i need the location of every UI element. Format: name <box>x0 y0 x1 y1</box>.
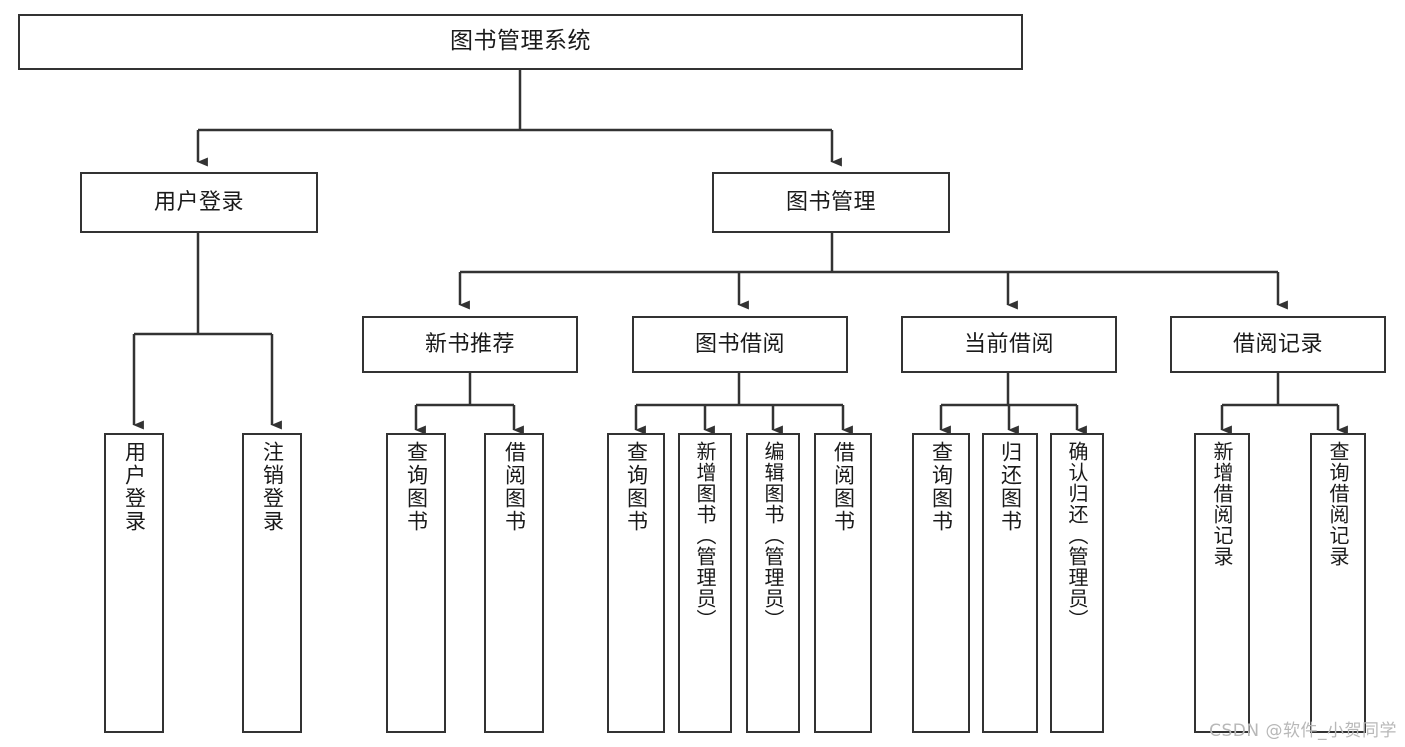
node-label: 编辑图书（管理员） <box>761 441 785 630</box>
node-label: 查询图书 <box>624 441 649 533</box>
node-leaf-confirm-return[interactable]: 确认归还（管理员） <box>1050 433 1104 733</box>
node-label: 新增借阅记录 <box>1210 441 1234 567</box>
node-root-book-management-system[interactable]: 图书管理系统 <box>18 14 1023 70</box>
node-label: 新增图书（管理员） <box>693 441 717 630</box>
node-current-borrow[interactable]: 当前借阅 <box>901 316 1117 373</box>
node-label: 借阅图书 <box>831 441 856 533</box>
node-label: 图书借阅 <box>694 331 785 357</box>
node-leaf-query-borrow-record[interactable]: 查询借阅记录 <box>1310 433 1366 733</box>
watermark: CSDN @软件_小贺同学 <box>1209 721 1397 741</box>
node-label: 归还图书 <box>998 441 1023 533</box>
node-label: 确认归还（管理员） <box>1065 441 1089 630</box>
node-label: 查询借阅记录 <box>1326 441 1350 567</box>
node-leaf-add-book[interactable]: 新增图书（管理员） <box>678 433 732 733</box>
node-leaf-borrow-book-recommend[interactable]: 借阅图书 <box>484 433 544 733</box>
node-leaf-add-borrow-record[interactable]: 新增借阅记录 <box>1194 433 1250 733</box>
node-leaf-user-login[interactable]: 用户登录 <box>104 433 164 733</box>
node-label: 查询图书 <box>929 441 954 533</box>
node-leaf-query-book-borrow[interactable]: 查询图书 <box>607 433 665 733</box>
node-new-book-recommend[interactable]: 新书推荐 <box>362 316 578 373</box>
node-label: 新书推荐 <box>424 331 515 357</box>
node-leaf-edit-book[interactable]: 编辑图书（管理员） <box>746 433 800 733</box>
node-label: 借阅记录 <box>1232 331 1323 357</box>
node-leaf-borrow-book[interactable]: 借阅图书 <box>814 433 872 733</box>
node-label: 当前借阅 <box>963 331 1054 357</box>
node-label: 注销登录 <box>260 441 285 533</box>
node-leaf-query-book-recommend[interactable]: 查询图书 <box>386 433 446 733</box>
node-label: 图书管理 <box>785 189 876 215</box>
node-user-login[interactable]: 用户登录 <box>80 172 318 233</box>
node-label: 用户登录 <box>153 189 244 215</box>
node-book-management[interactable]: 图书管理 <box>712 172 950 233</box>
node-borrow-record[interactable]: 借阅记录 <box>1170 316 1386 373</box>
node-leaf-query-book-current[interactable]: 查询图书 <box>912 433 970 733</box>
node-leaf-return-book[interactable]: 归还图书 <box>982 433 1038 733</box>
node-label: 查询图书 <box>404 441 429 533</box>
node-book-borrow[interactable]: 图书借阅 <box>632 316 848 373</box>
node-label: 借阅图书 <box>502 441 527 533</box>
node-label: 用户登录 <box>122 441 147 533</box>
node-label: 图书管理系统 <box>450 28 591 55</box>
node-leaf-logout[interactable]: 注销登录 <box>242 433 302 733</box>
